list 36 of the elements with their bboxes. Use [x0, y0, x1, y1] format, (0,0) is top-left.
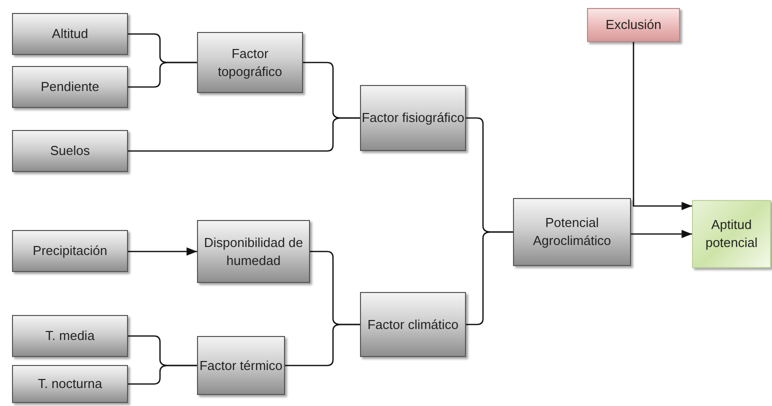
box-label: Altitud — [52, 25, 88, 43]
process-box — [12, 66, 128, 108]
arrow — [632, 42, 692, 210]
box-label: Disponibilidad de humedad — [202, 234, 304, 270]
process-box — [587, 8, 680, 42]
process-box — [12, 13, 128, 55]
brace-connector — [128, 62, 197, 88]
process-box — [12, 365, 128, 403]
process-box — [513, 198, 631, 266]
process-box — [12, 130, 128, 172]
box-label: Exclusión — [606, 16, 662, 34]
box-label: Factor climático — [367, 316, 459, 334]
box-label: Pendiente — [40, 78, 100, 96]
box-label: Factor fisiográfico — [362, 109, 464, 127]
box-label: Factor térmico — [199, 356, 283, 374]
box-label: Factor topográfico — [216, 44, 284, 80]
box-label: Potencial Agroclimático — [532, 214, 612, 250]
process-box — [12, 315, 128, 357]
brace-connector — [128, 117, 360, 152]
box-label: T. nocturna — [38, 375, 102, 393]
box-label: Aptitud potencial — [704, 216, 759, 252]
process-box — [360, 85, 466, 151]
brace-connector — [466, 231, 513, 326]
box-label: T. media — [45, 327, 95, 345]
process-box — [197, 336, 285, 395]
process-box — [197, 32, 303, 93]
process-box — [197, 220, 310, 283]
box-label: Suelos — [50, 142, 90, 160]
arrow — [128, 247, 197, 256]
process-box — [12, 230, 128, 272]
arrow — [631, 230, 692, 238]
brace-connector — [285, 324, 360, 366]
brace-connector — [128, 364, 197, 385]
box-label: Precipitación — [32, 242, 108, 260]
process-box — [692, 200, 771, 268]
process-box — [360, 292, 466, 357]
